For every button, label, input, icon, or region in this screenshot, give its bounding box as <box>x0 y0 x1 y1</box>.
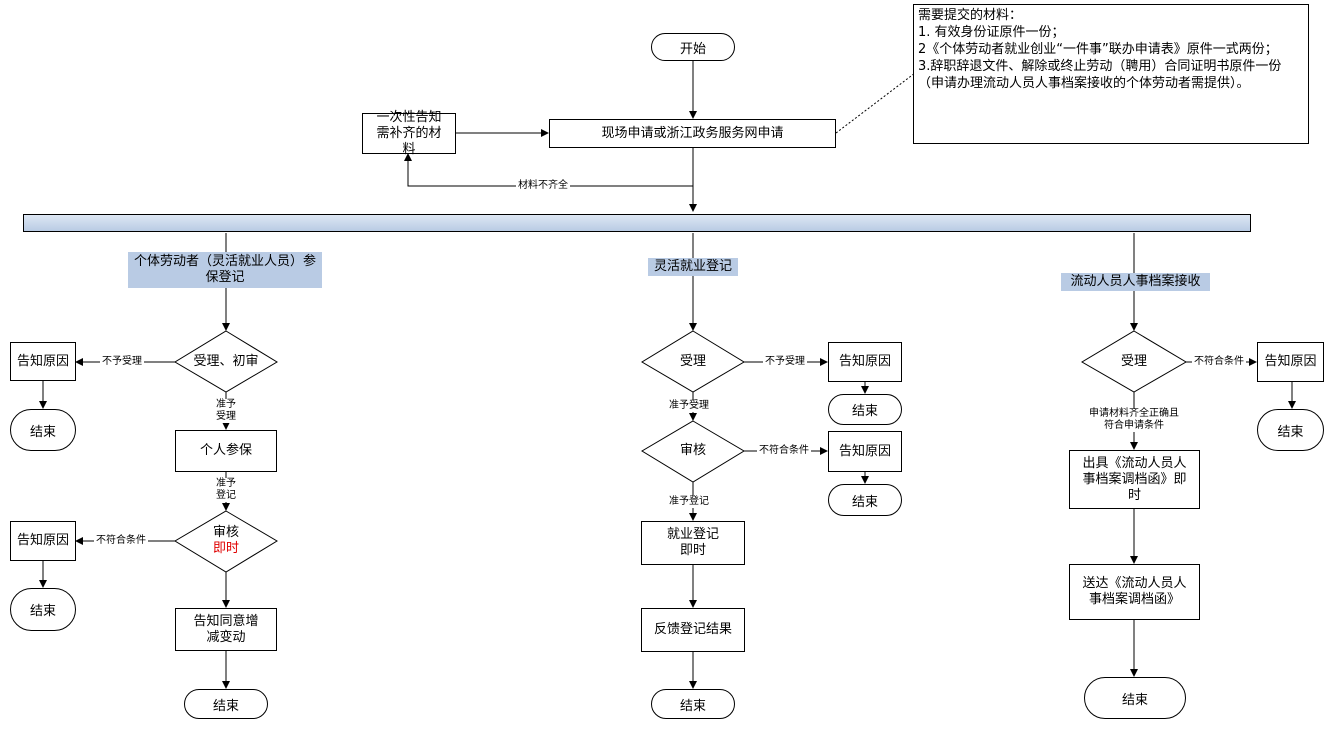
note-title: 需要提交的材料： <box>918 8 1023 23</box>
right-issue-box: 出具《流动人员人事档案调档函》即时 <box>1069 450 1200 509</box>
label-mid-approve2: 准予登记 <box>667 496 711 508</box>
mid-register-box: 就业登记即时 <box>641 521 745 565</box>
decision-left-review-text: 审核 <box>212 525 239 540</box>
lane-divider-bar <box>23 214 1251 232</box>
mid-end1: 结束 <box>828 394 902 425</box>
note-item-2: 2《个体劳动者就业创业“一件事”联办申请表》原件一式两份； <box>918 42 1278 57</box>
label-materials-incomplete: 材料不齐全 <box>516 180 570 192</box>
mid-feedback-box: 反馈登记结果 <box>641 608 745 652</box>
decision-left-accept-label: 受理、初审 <box>193 354 259 369</box>
mid-notify1-box: 告知原因 <box>828 342 902 382</box>
decision-left-review-instant: 即时 <box>212 541 239 556</box>
decision-left-accept <box>174 330 278 393</box>
left-insurance-box: 个人参保 <box>175 430 277 472</box>
label-mid-reject1: 不予受理 <box>763 356 807 368</box>
mid-notify2-box: 告知原因 <box>828 431 902 472</box>
lane-header-left: 个体劳动者（灵活就业人员）参保登记 <box>128 252 322 288</box>
apply-box: 现场申请或浙江政务服务网申请 <box>549 119 836 148</box>
right-notify1-box: 告知原因 <box>1257 342 1324 382</box>
decision-mid-review-label: 审核 <box>679 443 706 458</box>
label-left-approve1: 准予受理 <box>212 399 240 423</box>
label-mid-approve1: 准予受理 <box>667 400 711 412</box>
materials-note: 需要提交的材料： 1. 有效身份证原件一份； 2《个体劳动者就业创业“一件事”联… <box>913 4 1309 144</box>
right-deliver-box: 送达《流动人员人事档案调档函》 <box>1069 564 1200 620</box>
label-left-reject1: 不予受理 <box>100 356 144 368</box>
mid-end2: 结束 <box>828 484 902 516</box>
label-left-approve2: 准予登记 <box>212 478 240 502</box>
left-notify1-box: 告知原因 <box>10 342 76 381</box>
decision-mid-accept <box>641 330 745 393</box>
start-node: 开始 <box>651 33 735 61</box>
lane-header-right: 流动人员人事档案接收 <box>1061 273 1210 291</box>
decision-left-review <box>174 510 278 573</box>
decision-right-accept <box>1081 330 1187 393</box>
left-end1: 结束 <box>10 409 76 451</box>
label-left-reject2: 不符合条件 <box>94 535 148 547</box>
decision-mid-review <box>641 420 745 483</box>
decision-right-accept-label: 受理 <box>1120 354 1147 369</box>
label-right-reject1: 不符合条件 <box>1192 356 1246 368</box>
decision-mid-accept-label: 受理 <box>679 354 706 369</box>
mid-end3: 结束 <box>651 689 735 719</box>
left-agree-box: 告知同意增减变动 <box>175 608 277 651</box>
left-end3: 结束 <box>184 689 268 719</box>
decision-left-review-label: 审核 即时 <box>190 524 262 558</box>
right-end1: 结束 <box>1257 409 1324 451</box>
notify-supplement-box: 一次性告知需补齐的材料 <box>362 110 456 157</box>
edge-incomplete-back <box>404 153 693 187</box>
edge-note-dotted <box>835 72 916 134</box>
left-notify2-box: 告知原因 <box>10 521 76 561</box>
left-end2: 结束 <box>10 588 76 631</box>
note-item-3: 3.辞职辞退文件、解除或终止劳动（聘用）合同证明书原件一份（申请办理流动人员人事… <box>918 59 1282 91</box>
label-mid-reject2: 不符合条件 <box>757 445 811 457</box>
right-end2: 结束 <box>1084 677 1186 719</box>
label-right-approve1: 申请材料齐全正确且符合申请条件 <box>1086 408 1182 432</box>
note-item-1: 1. 有效身份证原件一份； <box>918 25 1065 40</box>
lane-header-middle: 灵活就业登记 <box>648 258 738 276</box>
